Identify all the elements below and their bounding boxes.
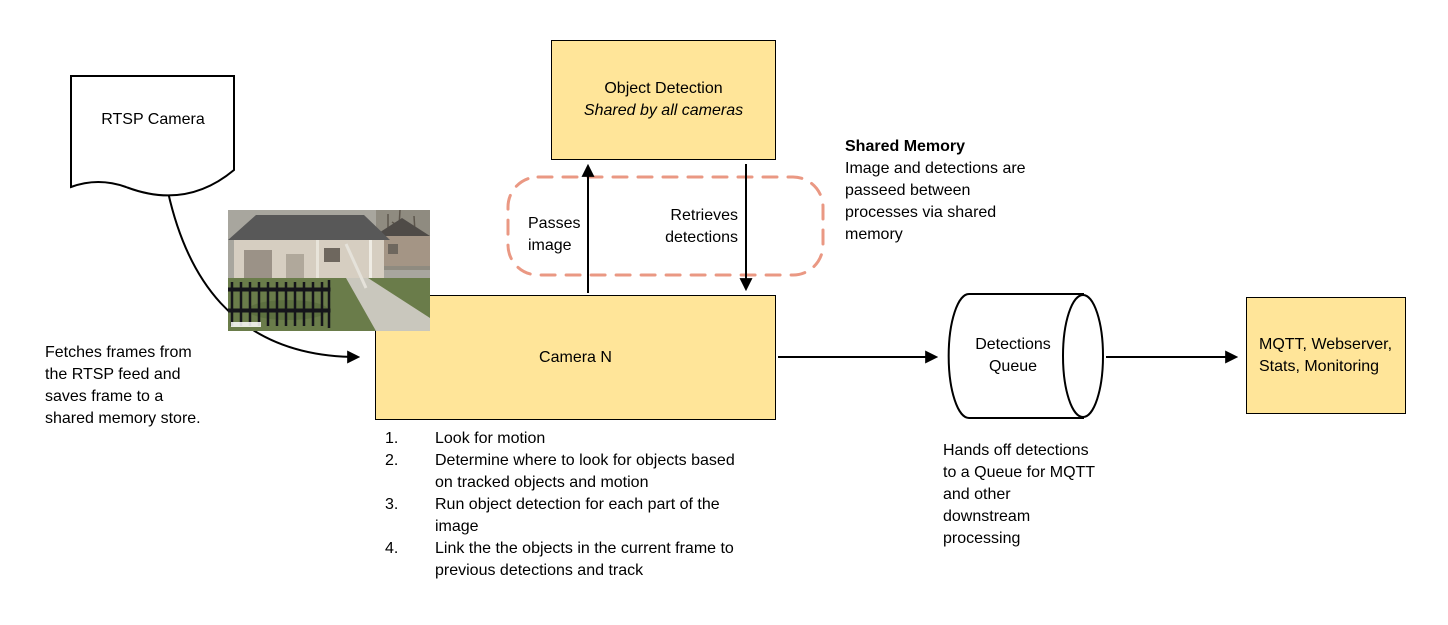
mqtt-node: MQTT, Webserver, Stats, Monitoring <box>1246 297 1406 414</box>
camera-step-4: 4. Link the the objects in the current f… <box>385 538 737 582</box>
step-text: Look for motion <box>435 430 546 447</box>
camera-n-label: Camera N <box>539 348 612 366</box>
camera-step-1: 1. Look for motion <box>385 428 737 450</box>
step-number: 1. <box>385 430 399 447</box>
step-text: Determine where to look for objects base… <box>435 452 735 491</box>
shared-memory-note-body: Image and detections are passeed between… <box>845 160 1026 243</box>
shared-memory-note-title: Shared Memory <box>845 138 966 155</box>
queue-note: Hands off detections to a Queue for MQTT… <box>943 442 1095 547</box>
queue-cylinder-shape <box>947 293 1104 419</box>
arrow-rtsp-to-camera <box>167 191 361 364</box>
rtsp-camera-label: RTSP Camera <box>101 111 205 128</box>
object-detection-node: Object Detection Shared by all cameras <box>551 40 776 160</box>
object-detection-subtitle: Shared by all cameras <box>583 102 744 119</box>
mqtt-label: MQTT, Webserver, Stats, Monitoring <box>1259 335 1393 375</box>
fetches-note: Fetches frames from the RTSP feed and sa… <box>45 344 201 427</box>
document-shape-icon <box>70 75 235 197</box>
retrieves-detections-label: Retrieves detections <box>654 205 738 249</box>
shared-memory-note: Shared Memory Image and detections are p… <box>845 136 1045 246</box>
camera-steps-list: 1. Look for motion 2. Determine where to… <box>385 428 737 582</box>
camera-step-2: 2. Determine where to look for objects b… <box>385 450 737 494</box>
step-text: Link the the objects in the current fram… <box>435 540 734 579</box>
step-number: 2. <box>385 452 399 469</box>
rtsp-camera-node: RTSP Camera <box>70 75 236 215</box>
camera-step-3: 3. Run object detection for each part of… <box>385 494 737 538</box>
object-detection-title: Object Detection <box>604 80 723 97</box>
camera-n-node: Camera N <box>375 295 776 420</box>
detections-queue-label: Detections Queue <box>975 336 1051 375</box>
step-number: 4. <box>385 540 399 557</box>
snapshot-scene <box>227 209 430 331</box>
passes-image-label: Passes image <box>528 213 586 257</box>
step-text: Run object detection for each part of th… <box>435 496 720 535</box>
step-number: 3. <box>385 496 399 513</box>
detections-queue-node: Detections Queue <box>945 292 1107 420</box>
camera-snapshot-image <box>227 209 430 331</box>
shared-memory-dashed-region <box>506 175 825 277</box>
